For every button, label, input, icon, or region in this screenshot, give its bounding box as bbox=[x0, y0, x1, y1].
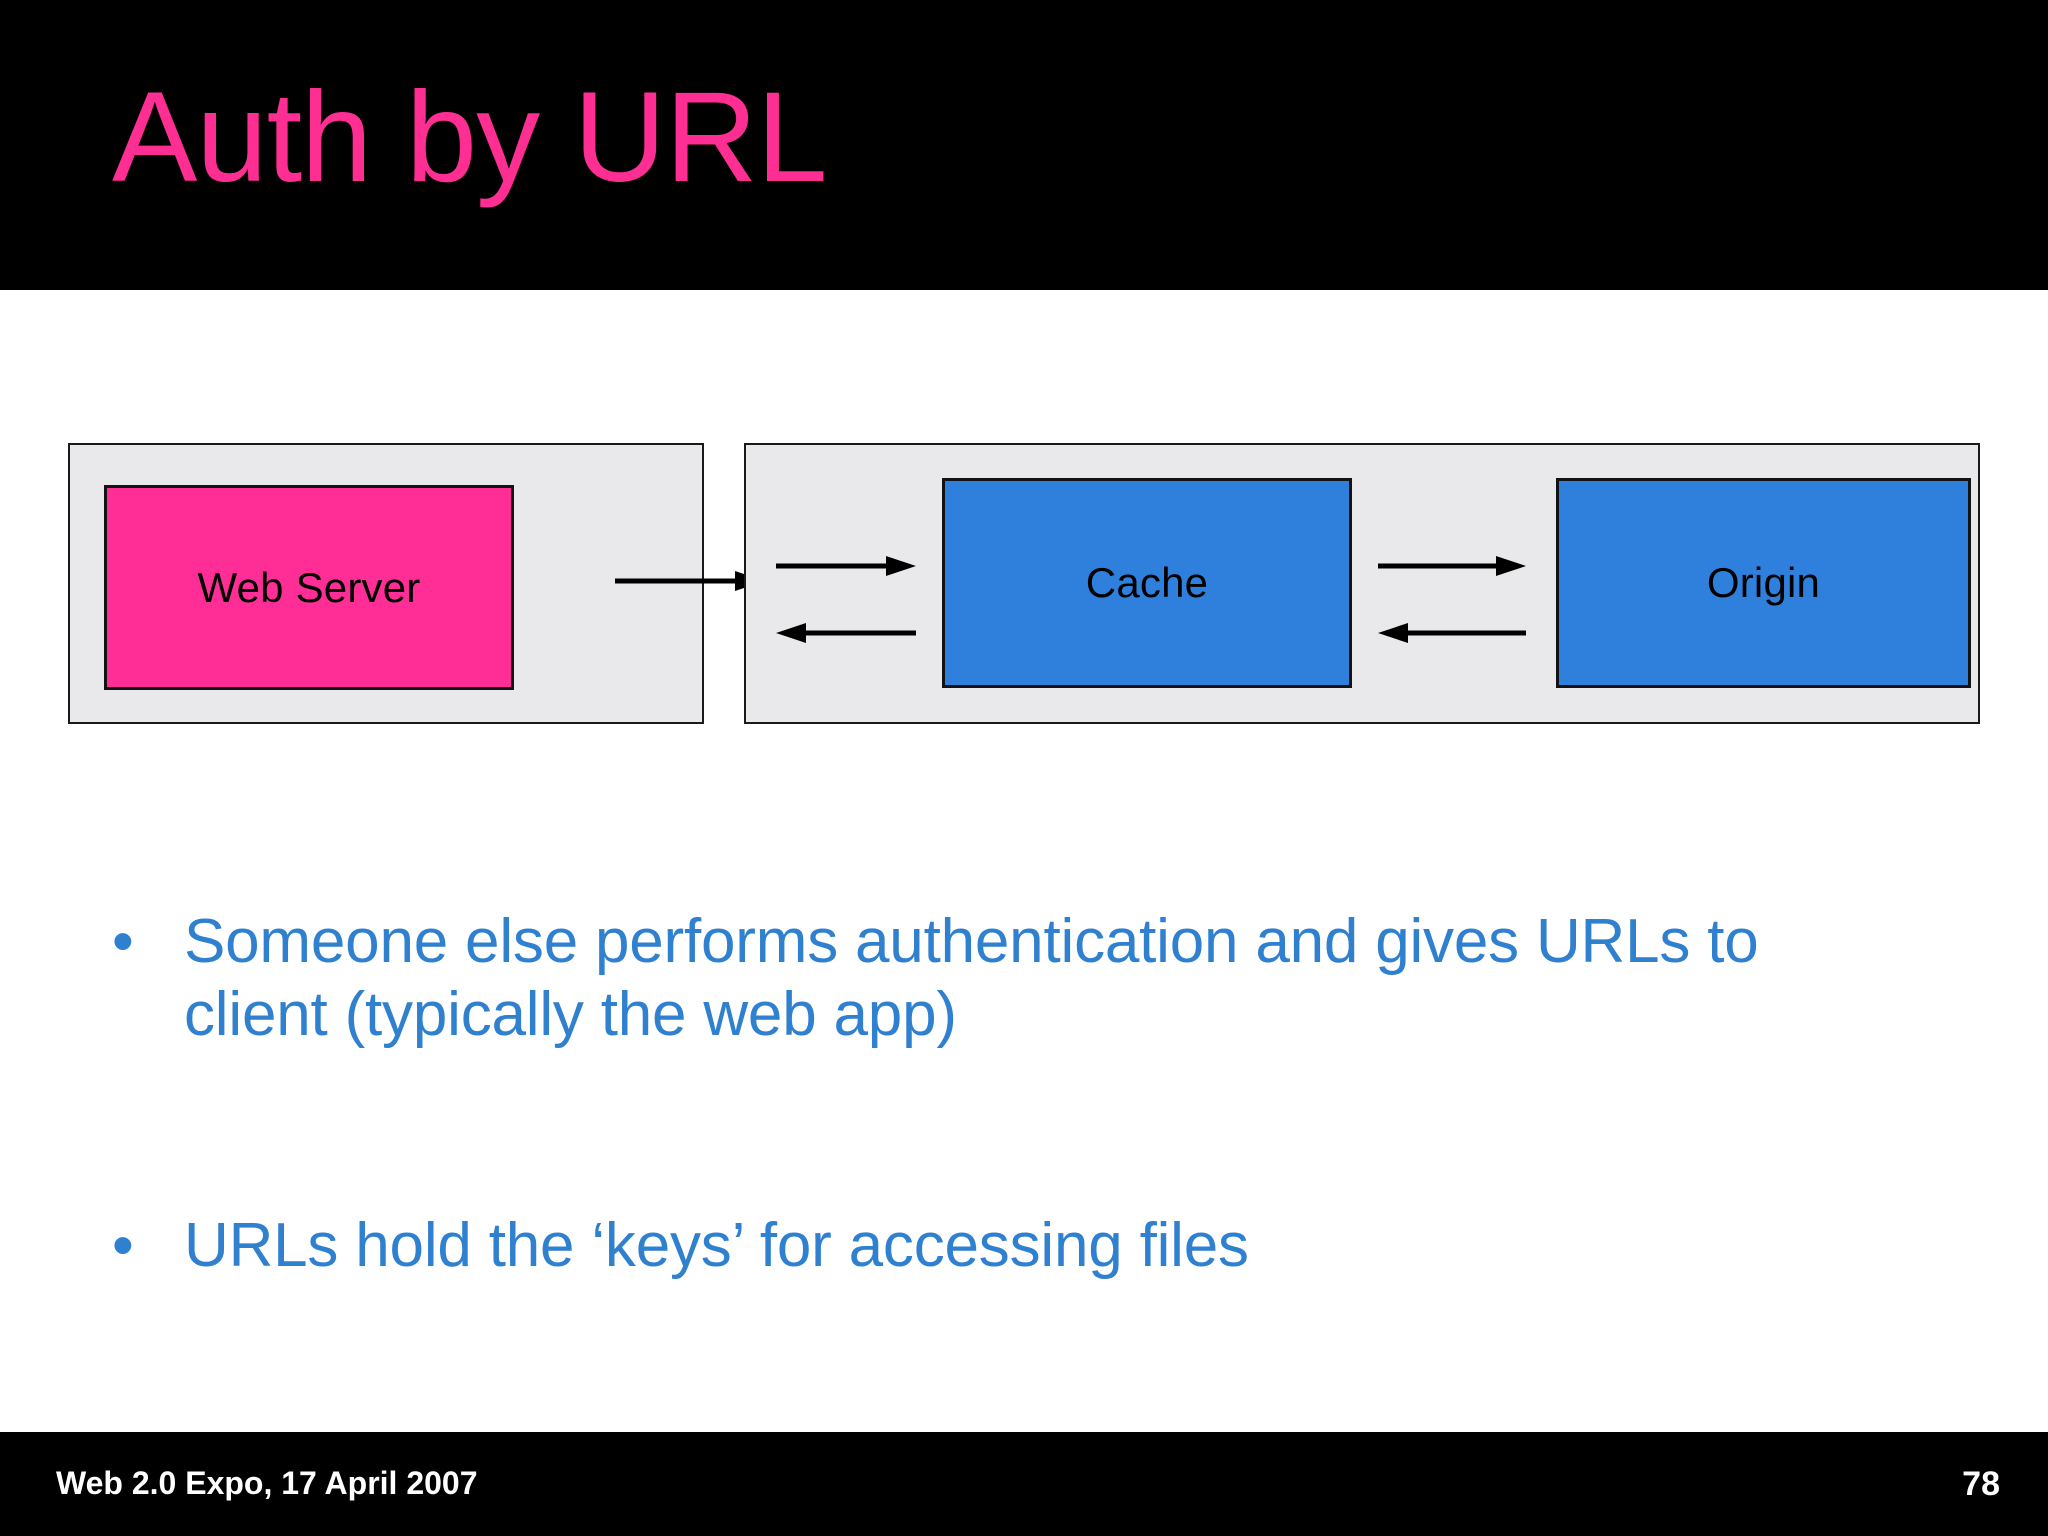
diagram-node-cache-label: Cache bbox=[1085, 559, 1209, 606]
arrow-cache-to-origin-icon bbox=[1378, 553, 1526, 579]
list-item: • URLs hold the ‘keys’ for accessing fil… bbox=[112, 1209, 1902, 1282]
diagram-panel-right: Cache Origin bbox=[744, 443, 1980, 724]
architecture-diagram: Web Server bbox=[0, 443, 2048, 728]
bullet-text: URLs hold the ‘keys’ for accessing files bbox=[184, 1211, 1249, 1281]
diagram-node-origin-label: Origin bbox=[1706, 559, 1821, 606]
diagram-node-web-server: Web Server bbox=[104, 485, 514, 690]
bullet-text: Someone else performs authentication and… bbox=[184, 907, 1759, 1050]
arrow-client-to-cache-icon bbox=[776, 553, 916, 579]
bullet-list: • Someone else performs authentication a… bbox=[112, 905, 1902, 1282]
slide-page-number: 78 bbox=[1962, 1465, 2000, 1503]
arrow-origin-to-cache-icon bbox=[1378, 620, 1526, 646]
page-title: Auth by URL bbox=[112, 66, 828, 209]
diagram-panel-left: Web Server bbox=[68, 443, 765, 724]
diagram-node-origin: Origin bbox=[1556, 478, 1971, 688]
bullet-marker-icon: • bbox=[112, 907, 134, 976]
diagram-node-web-server-label: Web Server bbox=[197, 563, 421, 611]
diagram-node-cache: Cache bbox=[942, 478, 1352, 688]
slide-header-band bbox=[0, 0, 2048, 290]
bullet-marker-icon: • bbox=[112, 1211, 134, 1281]
arrow-web-server-outbound-icon bbox=[615, 568, 765, 594]
list-item: • Someone else performs authentication a… bbox=[112, 905, 1902, 1051]
footer-event-label: Web 2.0 Expo, 17 April 2007 bbox=[56, 1465, 478, 1501]
arrow-cache-to-client-icon bbox=[776, 620, 916, 646]
slide-footer-band: Web 2.0 Expo, 17 April 2007 78 bbox=[0, 1432, 2048, 1536]
